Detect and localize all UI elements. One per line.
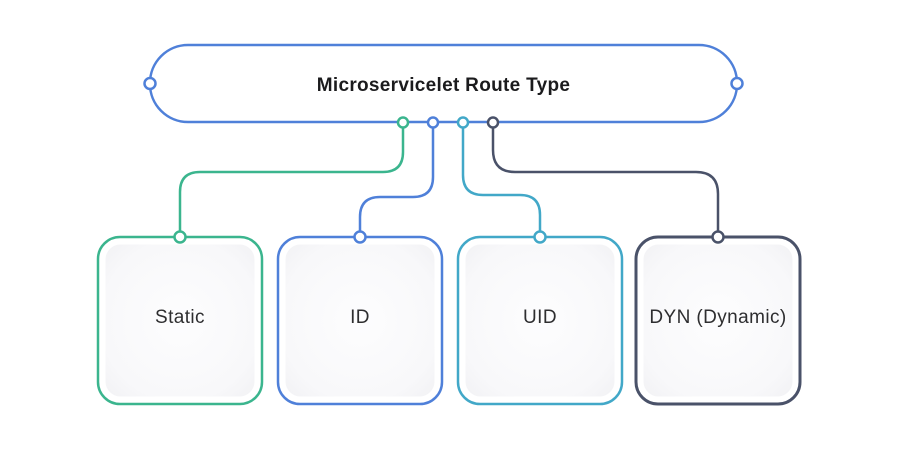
root-node-label: Microservicelet Route Type <box>317 75 570 96</box>
dyn-node-fill <box>643 244 793 397</box>
node-static: Static <box>96 230 264 406</box>
id-node-fill <box>285 244 435 397</box>
id-node-label: ID <box>350 307 370 328</box>
root-bottom-port-uid[interactable] <box>456 116 470 129</box>
static-node-fill <box>105 244 255 397</box>
uid-node-port[interactable] <box>533 230 547 244</box>
node-uid: UID <box>456 230 624 406</box>
root-bottom-port-id[interactable] <box>426 116 440 129</box>
root-right-port[interactable] <box>730 76 744 91</box>
uid-node-label: UID <box>523 307 557 328</box>
root-bottom-port-static[interactable] <box>396 116 410 129</box>
root-left-port[interactable] <box>143 76 157 91</box>
node-dyn: DYN (Dynamic) <box>634 230 802 406</box>
static-node-port[interactable] <box>173 230 187 244</box>
edge-root-to-id <box>358 121 435 239</box>
edge-root-to-static <box>178 121 405 239</box>
id-node-port[interactable] <box>353 230 367 244</box>
node-root: Microservicelet Route Type <box>148 43 739 124</box>
node-id: ID <box>276 230 444 406</box>
edge-root-to-uid <box>461 121 542 239</box>
root-bottom-port-dyn[interactable] <box>486 116 500 129</box>
dyn-node-label: DYN (Dynamic) <box>649 307 786 328</box>
uid-node-fill <box>465 244 615 397</box>
dyn-node-port[interactable] <box>711 230 725 244</box>
static-node-label: Static <box>155 307 205 328</box>
edge-root-to-dyn <box>491 121 720 239</box>
